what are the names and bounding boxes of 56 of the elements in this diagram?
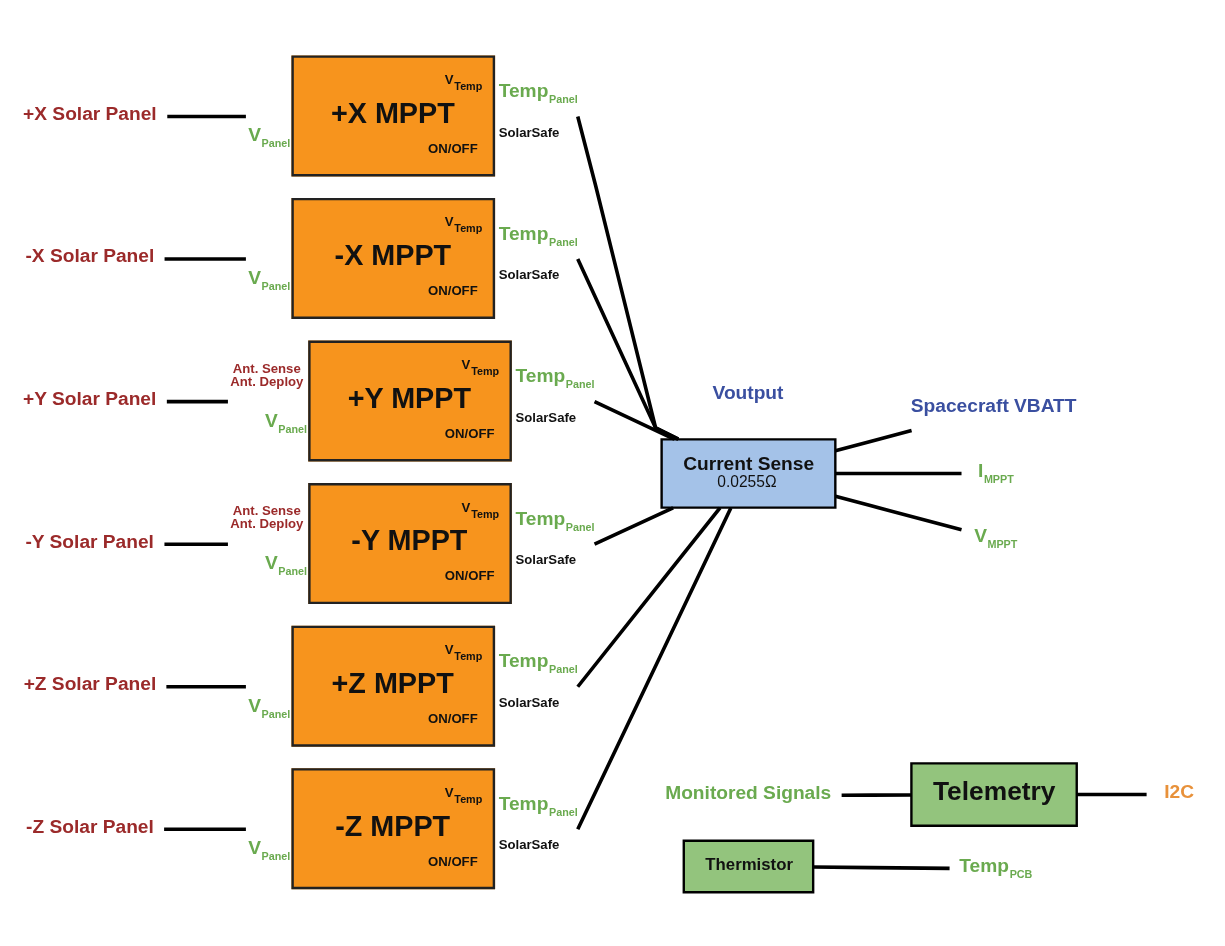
node-label: SolarSafe xyxy=(498,836,560,852)
node-label: V$_{Panel}$ xyxy=(265,551,307,577)
node-label: SolarSafe xyxy=(498,694,560,710)
node-label: Temp$_{Panel}$ xyxy=(498,222,578,248)
connector xyxy=(576,506,733,830)
node-label: SolarSafe xyxy=(498,266,560,282)
node-label: V$_{Panel}$ xyxy=(248,836,291,862)
node-label: Ant. Deploy xyxy=(230,373,304,389)
connector xyxy=(166,684,246,689)
node-label: Temp$_{Panel}$ xyxy=(498,792,578,818)
connector xyxy=(813,864,950,870)
node-label: V$_{Panel}$ xyxy=(248,694,291,720)
node-label: Ant. Sense xyxy=(232,502,301,518)
node-label: Temp$_{Panel}$ xyxy=(515,364,595,390)
node-label: Temp$_{Panel}$ xyxy=(498,649,578,675)
connector xyxy=(841,792,912,797)
node-label: SolarSafe xyxy=(515,409,577,425)
connector xyxy=(164,827,246,831)
node-label: Ant. Deploy xyxy=(230,515,304,531)
node-box: Telemetry xyxy=(910,761,1078,827)
node-label: V$_{Panel}$ xyxy=(248,266,291,292)
node-text: -Y Solar Panel xyxy=(25,530,154,552)
node-text: Spacecraft VBATT xyxy=(910,394,1077,416)
connector xyxy=(576,115,680,441)
connector xyxy=(593,505,674,546)
connector xyxy=(166,399,228,403)
connector xyxy=(834,428,913,452)
node-text: V$_{MPPT}$ xyxy=(974,524,1018,550)
connector xyxy=(167,114,246,118)
connector xyxy=(593,399,676,441)
connector xyxy=(164,256,246,261)
node-text: -X Solar Panel xyxy=(25,244,155,266)
node-text: +X Solar Panel xyxy=(23,102,157,124)
node-text: +Z Solar Panel xyxy=(23,672,157,694)
connector xyxy=(835,471,962,475)
node-text: -Z Solar Panel xyxy=(26,815,154,837)
node-label: Ant. Sense xyxy=(232,360,301,376)
connector xyxy=(834,494,962,532)
node-text: Temp$_{PCB}$ xyxy=(959,854,1033,880)
node-label: SolarSafe xyxy=(498,124,560,140)
connector xyxy=(576,506,722,688)
node-label: Temp$_{Panel}$ xyxy=(498,79,578,105)
node-text: +Y Solar Panel xyxy=(23,387,157,409)
connector xyxy=(576,257,680,441)
node-text: Monitored Signals xyxy=(665,781,832,803)
node-text: I$_{MPPT}$ xyxy=(977,459,1014,485)
connector xyxy=(1077,792,1147,796)
node-box: Current Sense 0.0255Ω xyxy=(660,437,837,509)
node-label: Temp$_{Panel}$ xyxy=(515,507,595,533)
node-label: V$_{Panel}$ xyxy=(248,123,291,149)
node-label: V$_{Panel}$ xyxy=(265,409,307,435)
node-box: Thermistor xyxy=(682,839,815,893)
node-label: SolarSafe xyxy=(515,551,577,567)
label: Voutput xyxy=(712,381,784,403)
connector xyxy=(164,541,228,546)
node-text: I2C xyxy=(1164,780,1194,802)
